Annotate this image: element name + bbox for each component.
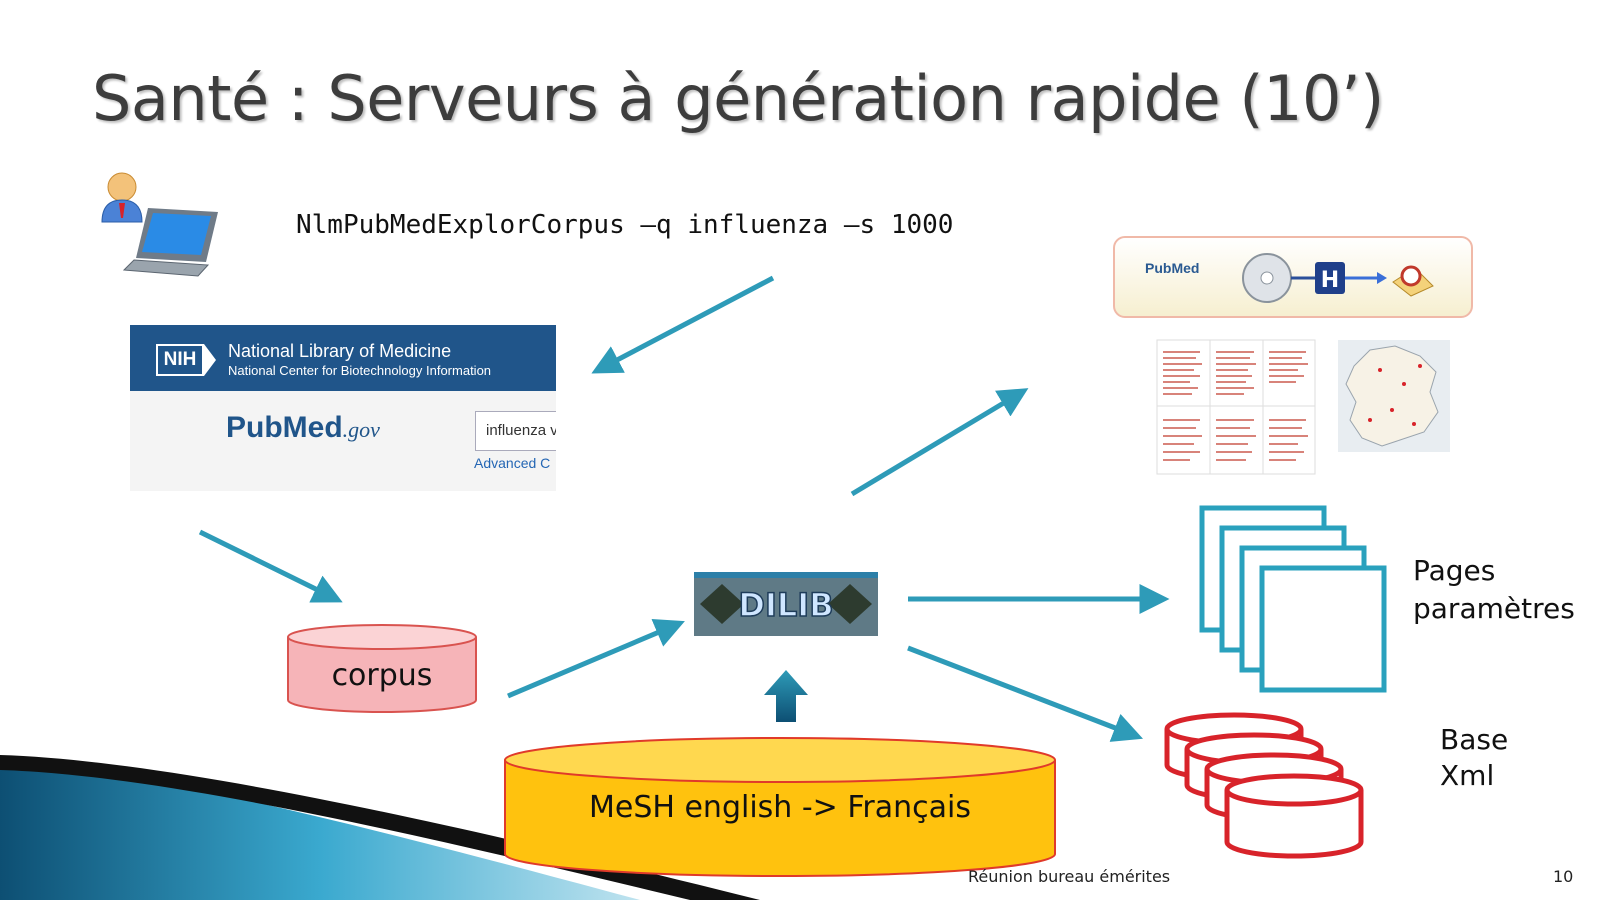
corpus-label: corpus bbox=[331, 658, 433, 693]
pubmed-pipeline-banner: PubMed H bbox=[1113, 236, 1473, 318]
arrow-pubmed-to-corpus bbox=[198, 529, 343, 603]
ncbi-name: National Center for Biotechnology Inform… bbox=[228, 363, 492, 378]
mesh-label: MeSH english -> Français bbox=[589, 790, 971, 825]
arrow-command-to-pubmed bbox=[591, 275, 775, 374]
pages-label-line2: paramètres bbox=[1413, 592, 1575, 625]
pubmed-logo: PubMed.gov bbox=[226, 411, 380, 445]
up-arrow bbox=[764, 670, 808, 722]
pipeline-icons: H bbox=[1242, 253, 1434, 303]
pubmed-screenshot: NIH National Library of Medicine Nationa… bbox=[130, 325, 556, 491]
pubmed-logo-suffix: .gov bbox=[342, 417, 380, 442]
pages-stack-icon bbox=[1199, 505, 1387, 693]
page-number: 10 bbox=[1553, 867, 1574, 886]
corpus-database bbox=[287, 624, 477, 713]
pipeline-pubmed-text: PubMed bbox=[1145, 260, 1200, 276]
arrow-dilib-to-base bbox=[907, 645, 1143, 742]
arrow-corpus-to-dilib bbox=[507, 618, 685, 699]
pubmed-logo-text: PubMed bbox=[226, 411, 343, 444]
pages-label: Pages paramètres bbox=[1413, 552, 1575, 628]
flow-arrows bbox=[198, 275, 1170, 742]
base-label: Base Xml bbox=[1440, 722, 1508, 794]
xml-base-stack-icon bbox=[1164, 712, 1364, 859]
advanced-search-link: Advanced C bbox=[474, 455, 551, 471]
nlm-name: National Library of Medicine bbox=[228, 341, 452, 361]
base-label-line1: Base bbox=[1440, 723, 1509, 756]
dilib-logo: DILIB bbox=[694, 572, 878, 636]
arrow-dilib-to-web bbox=[850, 388, 1029, 497]
footer-text: Réunion bureau émérites bbox=[968, 867, 1171, 886]
france-map-thumbnail bbox=[1338, 340, 1450, 452]
nih-banner: NIH National Library of Medicine Nationa… bbox=[130, 325, 556, 391]
h-icon bbox=[1315, 262, 1345, 294]
h-letter: H bbox=[1321, 268, 1339, 293]
mesh-database bbox=[504, 737, 1056, 877]
pages-label-line1: Pages bbox=[1413, 554, 1496, 587]
dilib-text: DILIB bbox=[738, 586, 833, 624]
slide-title: Santé : Serveurs à génération rapide (10… bbox=[92, 62, 1384, 135]
tables-thumbnail bbox=[1156, 339, 1316, 475]
nih-logo: NIH bbox=[156, 344, 216, 376]
command-line: NlmPubMedExplorCorpus —q influenza —s 10… bbox=[296, 210, 954, 240]
base-label-line2: Xml bbox=[1440, 759, 1495, 792]
user-laptop-icon bbox=[101, 172, 218, 277]
pubmed-search-input: influenza v bbox=[475, 411, 556, 451]
